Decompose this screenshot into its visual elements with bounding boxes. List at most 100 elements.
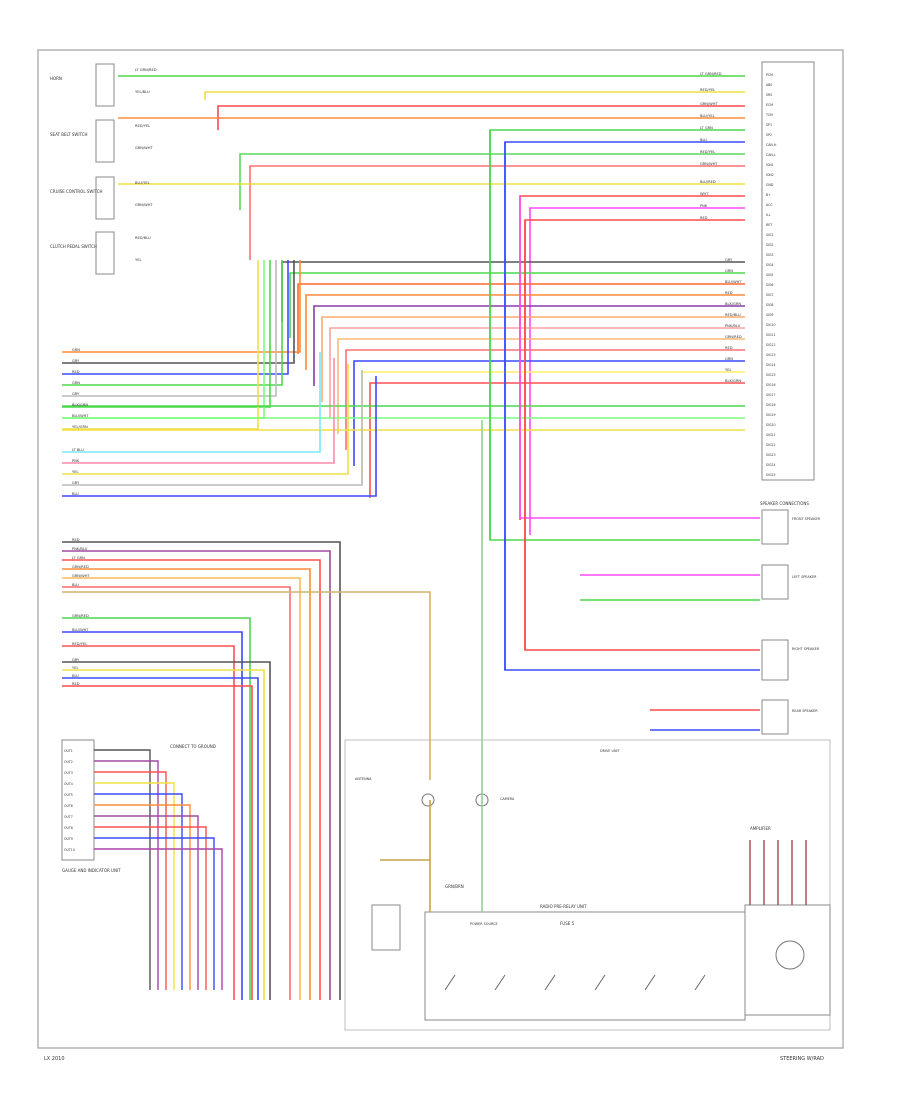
connector-pin-41: SIG25: [766, 473, 776, 477]
top-wire-11: [529, 207, 745, 535]
connector-pin-14: ACC: [766, 203, 773, 207]
right-connector-block: [761, 61, 815, 481]
bus-b-wire-2: [62, 358, 335, 464]
bus-d-wire-1: [62, 617, 251, 1000]
speaker-feed-green: [489, 130, 580, 541]
drive-unit-label: DRIVE UNIT: [600, 749, 621, 753]
gauge-wire-8: [94, 826, 207, 990]
bus-d-wire-3: [62, 645, 235, 1000]
mid-bus-code-11: YEL: [725, 368, 731, 372]
mid-bus-code-12: BLK/GRN: [725, 379, 741, 383]
mid-bus-wire-9: [345, 349, 745, 450]
footer-left-code: LX 2010: [44, 1056, 65, 1062]
mid-bus-wire-1: [281, 261, 745, 322]
bus-a-wire-3: [62, 260, 289, 375]
bus-a-label-1: GRN: [72, 348, 80, 352]
amplifier-box: [744, 904, 831, 1016]
bus-e-wire-1: [62, 661, 271, 1000]
connector-pin-5: TCM: [765, 113, 773, 117]
mid-bus-wire-7: [329, 327, 745, 418]
bus-e-wire-2: [62, 669, 265, 1000]
connector-pin-38: SIG22: [766, 443, 776, 447]
connector-pin-10: IGN1: [766, 163, 774, 167]
relay-switch-5: [644, 974, 656, 991]
left-wire-code-3-1: BLU/YEL: [135, 181, 150, 185]
top-wire-code-6: BLU: [700, 138, 707, 142]
connector-pin-6: SP1: [766, 123, 772, 127]
left-wire-code-1-1: LT GRN/RED: [135, 68, 157, 72]
left-wire-code-2-1: RED/YEL: [135, 124, 150, 128]
bus-b-label-3: YEL: [72, 470, 78, 474]
relay-switch-4: [594, 974, 606, 991]
connector-pin-16: RET: [766, 223, 772, 227]
bus-c-label-1: RED: [72, 538, 80, 542]
left-component-3: [95, 176, 115, 220]
speaker-box-1: [761, 509, 789, 545]
gauge-wire-9: [94, 837, 215, 990]
connector-pin-39: SIG23: [766, 453, 776, 457]
relay-unit-box: [424, 911, 746, 1021]
front-speaker-label: FRONT SPEAKER: [792, 517, 821, 521]
top-wire-2: [204, 91, 745, 100]
left-component-label-4: CLUTCH PEDAL SWITCH: [50, 244, 97, 249]
connector-pin-30: SIG14: [766, 363, 776, 367]
bus-e-wire-3: [62, 677, 259, 1000]
bus-d-label-3: RED/YEL: [72, 642, 87, 646]
fuse-circle-1: [421, 793, 435, 807]
gauge-wire-6: [94, 804, 191, 990]
left-component-label-1: HORN: [50, 76, 62, 81]
connector-pin-34: SIG18: [766, 403, 776, 407]
gauge-wire-2: [94, 760, 159, 990]
gauge-wire-3: [94, 771, 167, 990]
left-component-label-3: CRUISE CONTROL SWITCH: [50, 189, 103, 194]
connector-pin-11: IGN2: [766, 173, 774, 177]
connector-pin-22: SIG6: [766, 283, 773, 287]
bus-c-wire-3: [62, 559, 321, 1000]
speaker-box-3: [761, 639, 789, 681]
bus-a-wire-7: [62, 260, 265, 419]
bus-a-label-7: BLU/WHT: [72, 414, 89, 418]
top-wire-code-7: RED/YEL: [700, 150, 715, 154]
bus-b-label-2: PNK: [72, 459, 80, 463]
bus-b-label-1: LT BLU: [72, 448, 84, 452]
gauge-row-9: OUT9: [64, 837, 73, 841]
gauge-row-10: OUT10: [64, 848, 75, 852]
mid-bus-wire-8: [337, 338, 745, 434]
mid-bus-wire-6: [321, 316, 745, 402]
gauge-row-7: OUT7: [64, 815, 73, 819]
bus-c-wire-1: [62, 541, 341, 1000]
top-wire-code-1: LT GRN/RED: [700, 72, 722, 76]
bus-c-wire-2: [62, 550, 331, 1000]
speaker-feed-red: [524, 220, 760, 651]
connector-pin-12: GND: [766, 183, 774, 187]
mid-bus-code-8: GRN/RED: [725, 335, 742, 339]
connector-pin-26: SIG10: [766, 323, 776, 327]
diagram-frame: [37, 49, 844, 1049]
bus-e-wire-4: [62, 685, 253, 1000]
relay-fuse-label: FUSE 5: [560, 921, 575, 926]
bus-b-wire-3: [62, 364, 349, 475]
gauge-box: [61, 739, 95, 861]
gauge-row-4: OUT4: [64, 782, 73, 786]
connector-pin-15: ILL: [766, 213, 771, 217]
bus-a-wire-4: [62, 260, 283, 386]
connector-pin-3: SRS: [766, 93, 772, 97]
top-wire-10: [519, 195, 745, 520]
gauge-row-3: OUT3: [64, 771, 73, 775]
speaker-box-2: [761, 564, 789, 600]
connector-pin-8: CAN-H: [766, 143, 777, 147]
speaker-title: SPEAKER CONNECTIONS: [760, 501, 809, 506]
connector-pin-1: PCM: [766, 73, 773, 77]
amplifier-coil: [775, 940, 805, 970]
gauge-row-1: OUT1: [64, 749, 73, 753]
connector-pin-18: SIG2: [766, 243, 773, 247]
connector-pin-36: SIG20: [766, 423, 776, 427]
bus-c-label-2: PNK/BLU: [72, 547, 88, 551]
bus-b-wire-5: [62, 376, 377, 497]
gauge-wire-5: [94, 793, 183, 990]
rear-speaker-label: REAR SPEAKER: [792, 709, 818, 713]
top-wire-3: [217, 105, 745, 130]
mid-bus-wire-11: [361, 371, 745, 482]
relay-ground-label: GRN/BRN: [445, 884, 464, 889]
connector-pin-19: SIG3: [766, 253, 773, 257]
